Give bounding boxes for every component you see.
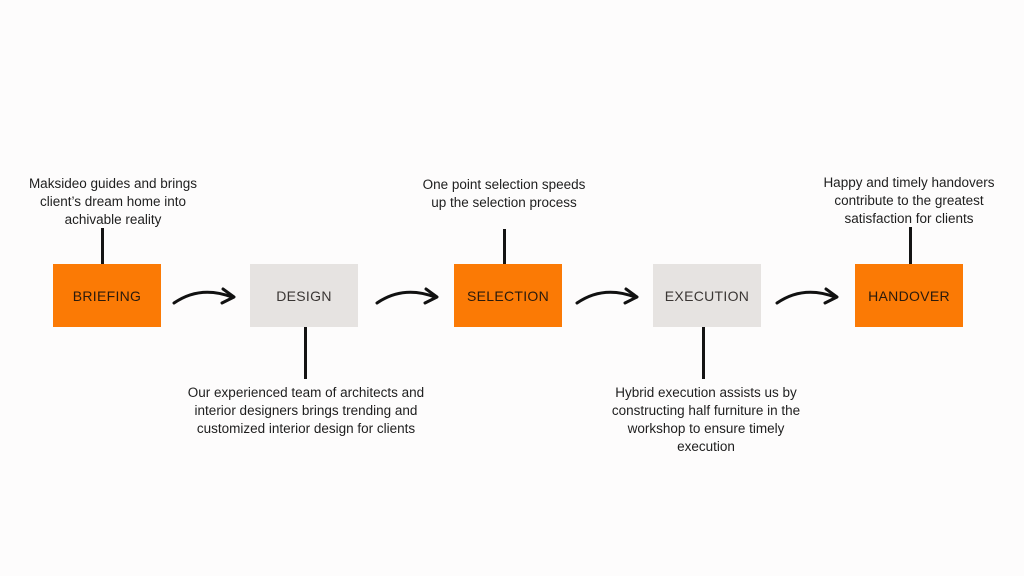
- step-execution: EXECUTION: [653, 264, 761, 327]
- handover-description: Happy and timely handovers contribute to…: [823, 175, 995, 226]
- step-selection: SELECTION: [454, 264, 562, 327]
- design-description: Our experienced team of architects and i…: [187, 385, 425, 436]
- step-handover: HANDOVER: [855, 264, 963, 327]
- selection-connector-line: [503, 229, 506, 264]
- execution-description: Hybrid execution assists us by construct…: [611, 385, 801, 454]
- step-handover-label: HANDOVER: [868, 287, 950, 304]
- curved-arrow-icon: [172, 287, 236, 305]
- selection-description: One point selection speeds up the select…: [422, 177, 586, 210]
- briefing-connector-line: [101, 228, 104, 264]
- curved-arrow-icon: [375, 287, 439, 305]
- curved-arrow-icon: [775, 287, 839, 305]
- execution-connector-line: [702, 327, 705, 379]
- curved-arrow-icon: [575, 287, 639, 305]
- design-connector-line: [304, 327, 307, 379]
- step-briefing: BRIEFING: [53, 264, 161, 327]
- step-design-label: DESIGN: [276, 287, 332, 304]
- step-briefing-label: BRIEFING: [72, 287, 142, 304]
- handover-connector-line: [909, 227, 912, 264]
- step-selection-label: SELECTION: [466, 287, 550, 304]
- step-execution-label: EXECUTION: [664, 287, 750, 304]
- step-design: DESIGN: [250, 264, 358, 327]
- briefing-description: Maksideo guides and brings client’s drea…: [28, 176, 198, 227]
